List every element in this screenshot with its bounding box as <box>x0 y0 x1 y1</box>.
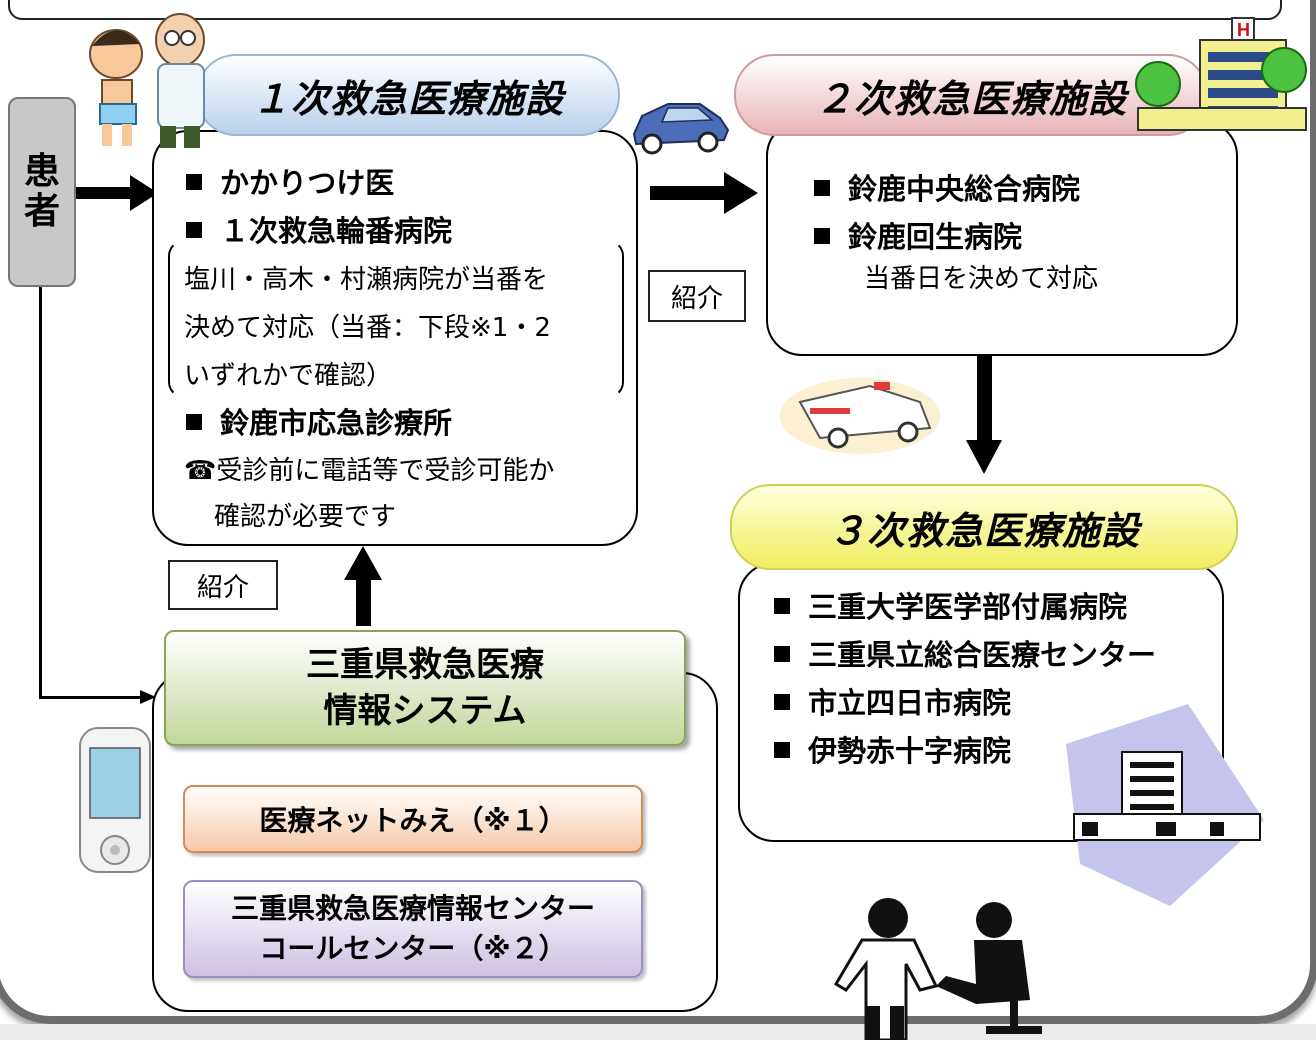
phone-note-line-2: 確認が必要です <box>214 502 397 532</box>
referral-label-text-2: 紹介 <box>196 572 249 603</box>
bullet-square-icon <box>774 598 790 614</box>
ambulance-icon <box>780 378 940 454</box>
car-icon <box>632 103 730 155</box>
arrow-primary-to-secondary <box>650 172 758 214</box>
line-patient-to-system <box>39 284 156 704</box>
secondary-facility-title: ２次救急医療施設 <box>734 54 1208 136</box>
tertiary-item-1-text: 三重大学医学部付属病院 <box>808 590 1128 624</box>
top-frame <box>8 0 1282 20</box>
tertiary-item-2: 三重県立総合医療センター <box>774 632 1156 674</box>
bullet-square-icon <box>186 174 202 190</box>
arrow-secondary-to-tertiary <box>966 354 1002 474</box>
tertiary-item-3-text: 市立四日市病院 <box>808 686 1012 720</box>
bullet-square-icon <box>186 222 202 238</box>
svg-text:H: H <box>1237 20 1250 40</box>
bullet-square-icon <box>774 742 790 758</box>
arrow-patient-to-primary <box>74 175 158 211</box>
patient-char-2: 者 <box>23 191 60 232</box>
primary-note-line-1: 塩川・高木・村瀬病院が当番を <box>184 265 549 295</box>
tertiary-title-text: ３次救急医療施設 <box>827 508 1140 553</box>
primary-title-text: １次救急医療施設 <box>251 76 564 121</box>
system-title-line-2: 情報システム <box>323 691 527 731</box>
primary-item-family-doctor: かかりつけ医 <box>186 160 394 202</box>
phone-note-line-1: ☎受診前に電話等で受診可能か <box>184 456 555 486</box>
primary-note-line-2: 決めて対応（当番：下段※1・2 <box>184 313 551 343</box>
secondary-item-suzuka-kaisei: 鈴鹿回生病院 <box>814 214 1022 256</box>
doctor-child-icon <box>89 13 205 148</box>
bullet-square-icon <box>186 414 202 430</box>
call-center-box: 三重県救急医療情報センター コールセンター（※２） <box>183 880 643 978</box>
doctor-patient-icon <box>833 898 1042 1040</box>
secondary-item-1-text: 鈴鹿中央総合病院 <box>848 172 1081 206</box>
system-title-line-1: 三重県救急医療 <box>306 645 544 685</box>
patient-char-1: 患 <box>23 151 60 192</box>
secondary-note: 当番日を決めて対応 <box>864 264 1099 294</box>
call-center-line-2: コールセンター（※２） <box>259 932 567 965</box>
primary-item-1-text: かかりつけ医 <box>220 166 395 200</box>
referral-label-primary-secondary: 紹介 <box>648 270 746 322</box>
bullet-square-icon <box>814 228 830 244</box>
secondary-item-suzuka-chuo: 鈴鹿中央総合病院 <box>814 166 1080 208</box>
note-bracket <box>168 240 624 398</box>
patient-box: 患 者 <box>8 97 76 287</box>
tertiary-item-3: 市立四日市病院 <box>774 680 1011 722</box>
secondary-title-text: ２次救急医療施設 <box>814 76 1127 121</box>
tertiary-item-4-text: 伊勢赤十字病院 <box>808 734 1012 768</box>
secondary-facility-box <box>766 120 1238 356</box>
primary-facility-box <box>152 130 638 546</box>
tertiary-item-4: 伊勢赤十字病院 <box>774 728 1011 770</box>
bullet-square-icon <box>814 180 830 196</box>
referral-label-system-primary: 紹介 <box>168 560 278 610</box>
iryo-net-mie-text: 医療ネットみえ（※１） <box>259 804 567 837</box>
secondary-item-2-text: 鈴鹿回生病院 <box>848 220 1023 254</box>
tertiary-item-1: 三重大学医学部付属病院 <box>774 584 1127 626</box>
hospital-building-icon: H <box>1135 17 1307 131</box>
primary-item-emergency-clinic: 鈴鹿市応急診療所 <box>186 400 452 442</box>
primary-item-3-text: 鈴鹿市応急診療所 <box>220 406 453 440</box>
referral-label-text: 紹介 <box>670 283 723 314</box>
tertiary-facility-title: ３次救急医療施設 <box>730 484 1238 570</box>
mobile-phone-icon <box>79 727 151 873</box>
tertiary-item-2-text: 三重県立総合医療センター <box>808 638 1157 672</box>
primary-item-2-text: １次救急輪番病院 <box>220 214 453 248</box>
iryo-net-mie-box: 医療ネットみえ（※１） <box>183 785 643 853</box>
bullet-square-icon <box>774 646 790 662</box>
primary-note-line-3: いずれかで確認） <box>184 361 393 391</box>
call-center-line-1: 三重県救急医療情報センター <box>230 892 595 925</box>
primary-item-rotation-hospital: １次救急輪番病院 <box>186 208 452 250</box>
arrow-system-to-primary <box>344 546 382 626</box>
info-system-title: 三重県救急医療 情報システム <box>164 630 686 746</box>
primary-facility-title: １次救急医療施設 <box>196 54 620 136</box>
bullet-square-icon <box>774 694 790 710</box>
city-hospital-icon <box>1066 704 1264 906</box>
primary-note: 塩川・高木・村瀬病院が当番を 決めて対応（当番：下段※1・2 いずれかで確認） <box>184 256 551 400</box>
